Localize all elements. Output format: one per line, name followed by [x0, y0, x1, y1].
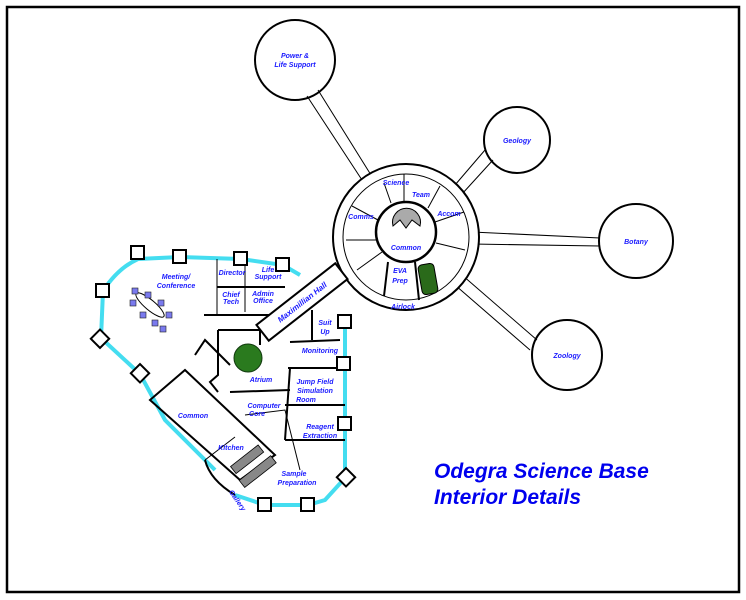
suit-up-label-1: Suit [318, 320, 332, 327]
geology-label: Geology [503, 138, 532, 145]
life-support-label-2: Support [255, 274, 282, 281]
reagent-label-2: Extraction [303, 433, 337, 440]
computer-label-2: Core [249, 411, 265, 418]
conference-table-icon [129, 287, 173, 333]
pod-power-life-support: Power & Life Support [254, 19, 336, 101]
hub-airlock: Airlock [390, 304, 416, 311]
power-label-1: Power & [281, 53, 309, 60]
title-line-1: Odegra Science Base [434, 460, 649, 483]
west-wing-walls [129, 259, 349, 496]
tree-icon [233, 343, 263, 373]
spiral-stair-icon [392, 207, 421, 229]
director-label: Director [219, 270, 247, 277]
reagent-label-1: Reagent [306, 424, 334, 431]
sample-label-2: Preparation [278, 480, 317, 487]
admin-label-1: Admin [251, 291, 274, 298]
meeting-label-1: Meeting/ [162, 274, 191, 281]
sample-label-1: Sample [282, 471, 307, 478]
common-label: Common [178, 413, 208, 420]
hub-science: Science [383, 180, 410, 187]
jump-label-1: Jump Field [297, 379, 335, 386]
hub-team: Team [412, 192, 430, 199]
windows [89, 245, 357, 512]
zoology-label: Zoology [552, 353, 581, 360]
meeting-label-2: Conference [157, 283, 196, 290]
botany-label: Botany [624, 239, 649, 246]
monitoring-label: Monitoring [302, 348, 339, 355]
maximillian-hall [255, 261, 349, 343]
title-line-2: Interior Details [434, 486, 581, 509]
central-hub: Science Team Comms Accom Common EVA Prep… [332, 163, 480, 311]
jump-label-2: Simulation [297, 388, 333, 395]
pod-zoology: Zoology [531, 319, 603, 391]
hub-eva-2: Prep [392, 278, 408, 285]
power-label-2: Life Support [274, 62, 316, 69]
computer-label-1: Computer [247, 403, 281, 410]
suit-up-label-2: Up [320, 329, 330, 336]
life-support-label-1: Life [262, 267, 275, 274]
hub-eva-1: EVA [393, 268, 407, 275]
atrium-label: Atrium [249, 377, 273, 384]
jump-label-3: Room [296, 397, 316, 404]
kitchen-label: Kitchen [218, 445, 244, 452]
hub-common: Common [391, 245, 421, 252]
corridors [306, 89, 601, 351]
hub-comms: Comms [348, 214, 374, 221]
hub-accom: Accom [436, 211, 460, 218]
plant-bed-icon [417, 262, 439, 296]
chief-tech-label-2: Tech [223, 299, 239, 306]
admin-label-2: Office [253, 298, 273, 305]
chief-tech-label-1: Chief [222, 292, 240, 299]
pod-geology: Geology [483, 106, 551, 174]
stairs-icon [229, 444, 277, 489]
pod-botany: Botany [598, 203, 674, 279]
